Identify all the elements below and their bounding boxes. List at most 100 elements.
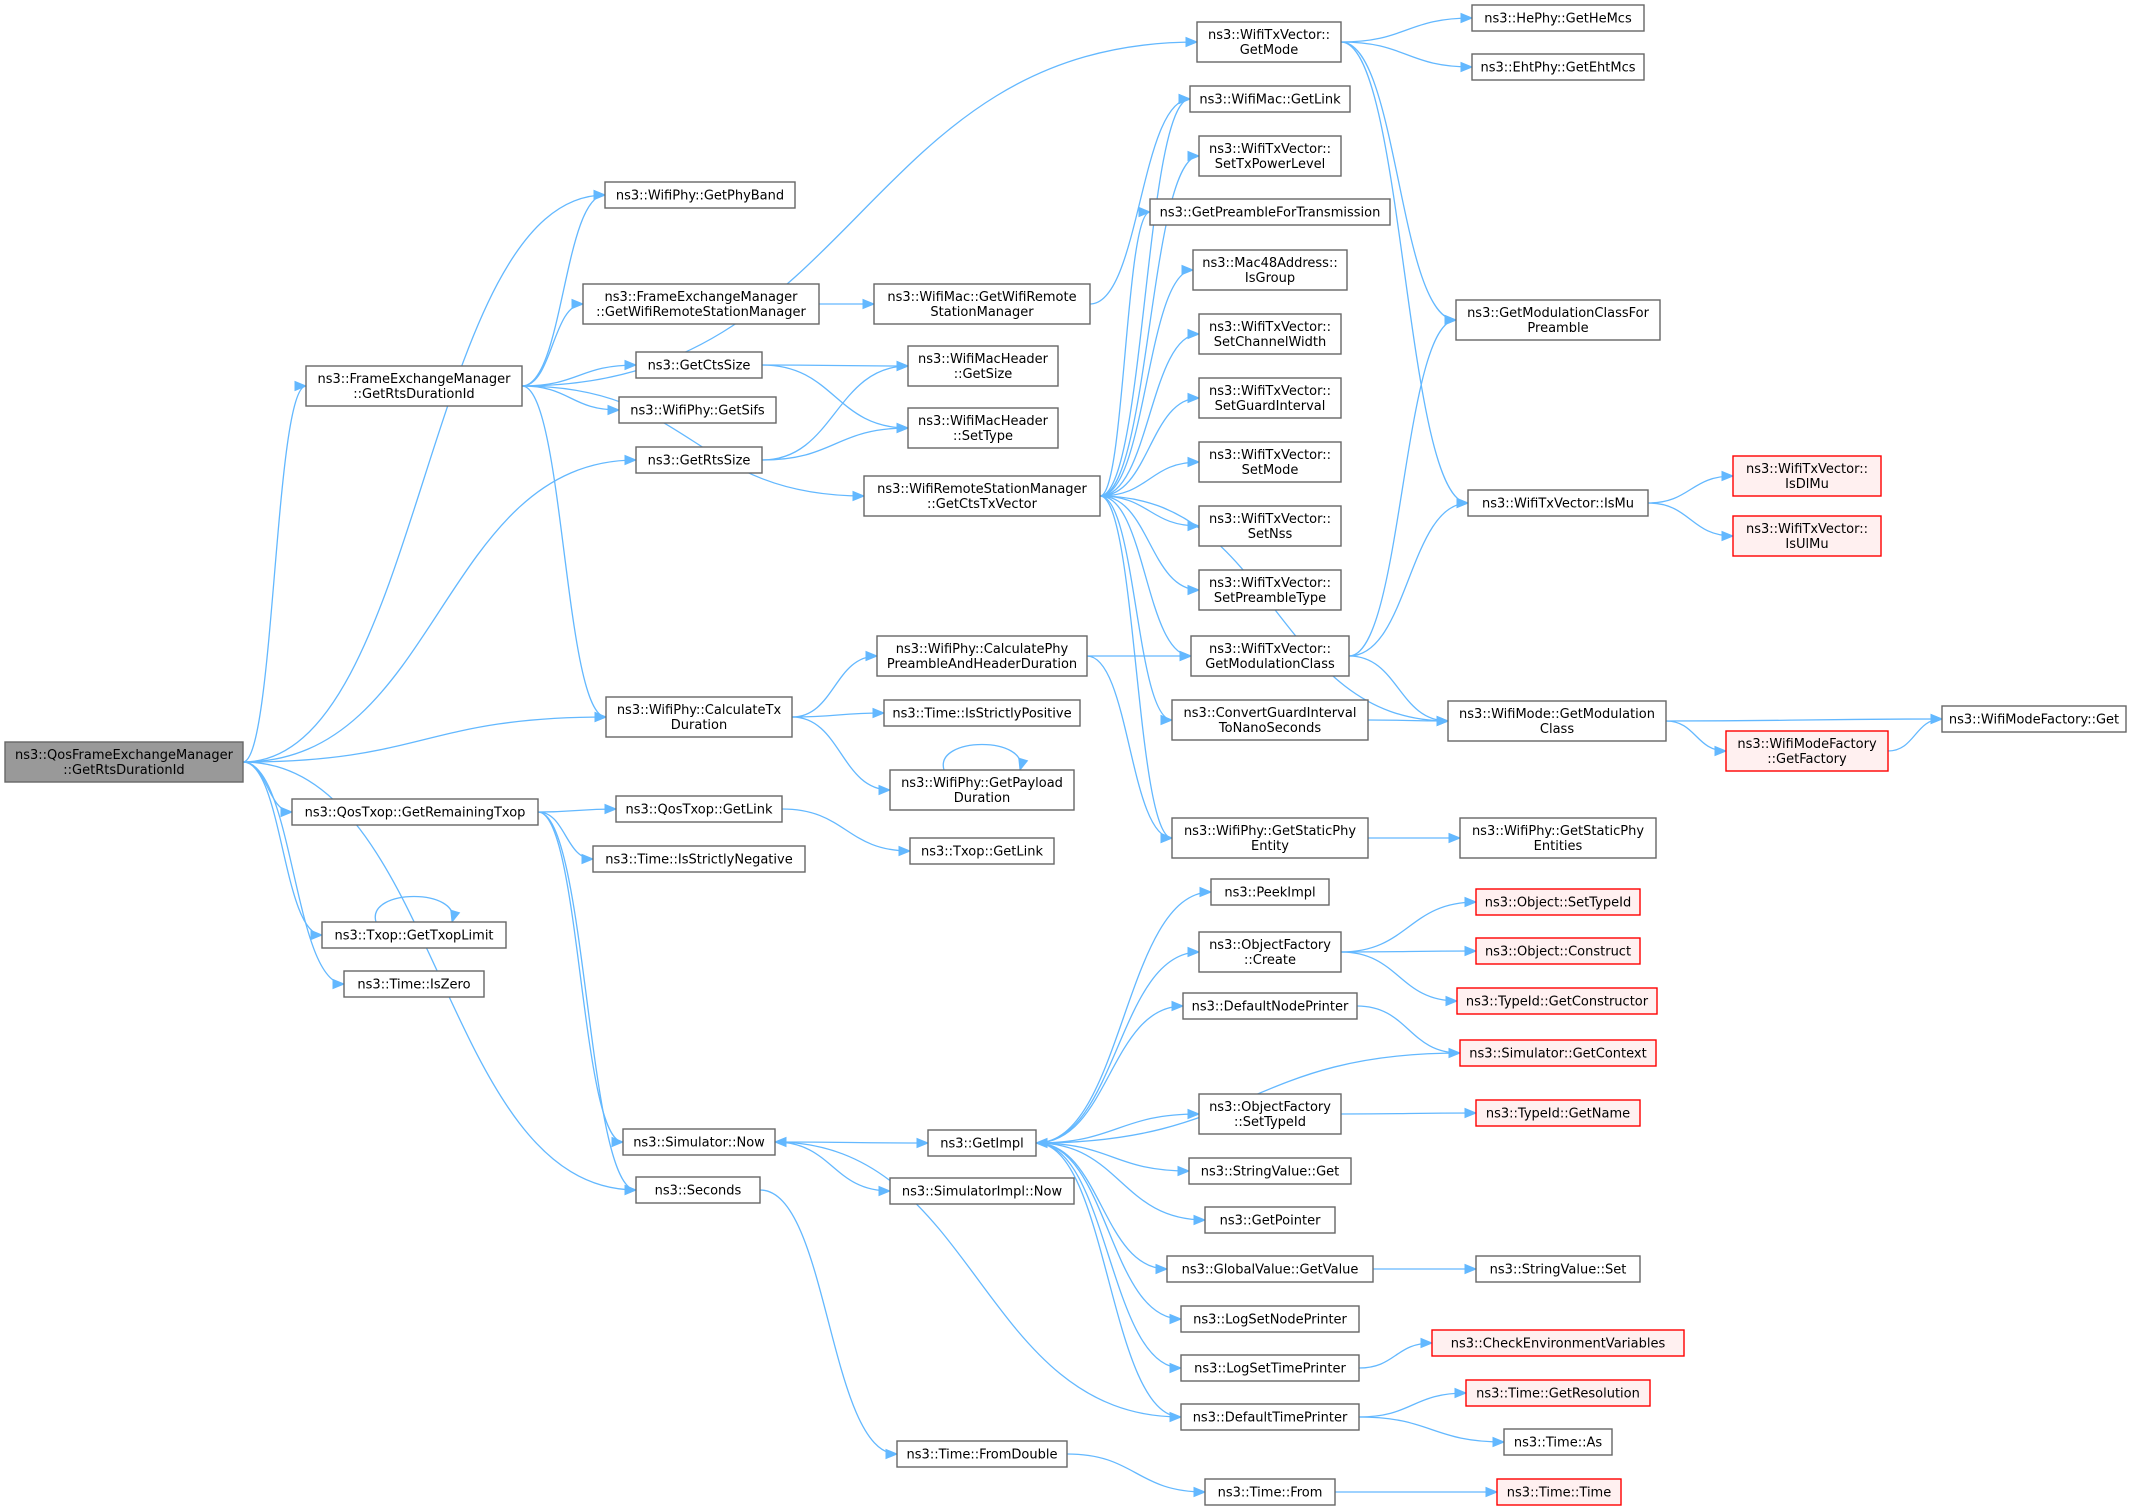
node-label: ns3::QosFrameExchangeManager — [15, 748, 234, 763]
node-getpreambletx[interactable]: ns3::GetPreambleForTransmission — [1149, 198, 1391, 226]
node-getpointer[interactable]: ns3::GetPointer — [1204, 1206, 1336, 1234]
edge-arrowhead — [878, 1185, 892, 1197]
node-isulmu[interactable]: ns3::WifiTxVector::IsUlMu — [1732, 515, 1882, 557]
node-gvgetvalue[interactable]: ns3::GlobalValue::GetValue — [1166, 1255, 1374, 1283]
node-iszero[interactable]: ns3::Time::IsZero — [343, 970, 485, 998]
node-label: Entities — [1534, 839, 1583, 854]
node-isgroup[interactable]: ns3::Mac48Address::IsGroup — [1192, 249, 1348, 291]
edge-arrowhead — [611, 1136, 625, 1148]
call-edge — [1647, 475, 1734, 504]
node-wmfget[interactable]: ns3::WifiModeFactory::Get — [1941, 705, 2127, 733]
node-settxpower[interactable]: ns3::WifiTxVector::SetTxPowerLevel — [1198, 135, 1342, 177]
node-setnss[interactable]: ns3::WifiTxVector::SetNss — [1198, 505, 1342, 547]
node-isstrictlypos[interactable]: ns3::Time::IsStrictlyPositive — [883, 699, 1081, 727]
node-label: SetNss — [1248, 527, 1293, 542]
node-strvalget[interactable]: ns3::StringValue::Get — [1188, 1157, 1352, 1185]
call-edge — [1358, 1392, 1467, 1418]
edge-arrowhead — [1464, 1263, 1478, 1275]
node-hegetmcs[interactable]: ns3::HePhy::GetHeMcs — [1471, 4, 1645, 32]
node-qosgetlink[interactable]: ns3::QosTxop::GetLink — [615, 795, 783, 823]
node-machdrgetsize[interactable]: ns3::WifiMacHeader::GetSize — [907, 345, 1059, 387]
node-getimpl[interactable]: ns3::GetImpl — [927, 1129, 1037, 1157]
node-setmode[interactable]: ns3::WifiTxVector::SetMode — [1198, 441, 1342, 483]
node-timeas[interactable]: ns3::Time::As — [1503, 1428, 1613, 1456]
call-edge — [781, 808, 911, 852]
node-label: ns3::LogSetNodePrinter — [1193, 1313, 1347, 1328]
node-macgetlink[interactable]: ns3::WifiMac::GetLink — [1189, 85, 1351, 113]
node-wrsm-getcts[interactable]: ns3::WifiRemoteStationManager::GetCtsTxV… — [863, 475, 1101, 517]
node-txv-getmodclass[interactable]: ns3::WifiTxVector::GetModulationClass — [1190, 635, 1350, 677]
node-timegetres[interactable]: ns3::Time::GetResolution — [1465, 1379, 1651, 1407]
node-peekimpl[interactable]: ns3::PeekImpl — [1210, 878, 1330, 906]
call-edge — [1340, 17, 1473, 43]
call-edge — [774, 1141, 891, 1192]
node-txopgetlink[interactable]: ns3::Txop::GetLink — [909, 837, 1055, 865]
node-setpreambletype[interactable]: ns3::WifiTxVector::SetPreambleType — [1198, 569, 1342, 611]
node-machdrsettype[interactable]: ns3::WifiMacHeader::SetType — [907, 407, 1059, 449]
call-edge — [1089, 98, 1191, 305]
node-objfactcreate[interactable]: ns3::ObjectFactory::Create — [1198, 931, 1342, 973]
node-getrtssize[interactable]: ns3::GetRtsSize — [635, 446, 763, 474]
node-simimplnow[interactable]: ns3::SimulatorImpl::Now — [889, 1177, 1075, 1205]
node-simgetcontext[interactable]: ns3::Simulator::GetContext — [1459, 1039, 1657, 1067]
node-label: ns3::WifiPhy::GetStaticPhy — [1472, 824, 1644, 839]
node-getsifs[interactable]: ns3::WifiPhy::GetSifs — [618, 396, 777, 424]
call-edge — [1035, 1142, 1182, 1369]
node-box — [1496, 1478, 1622, 1506]
node-getphyband[interactable]: ns3::WifiPhy::GetPhyBand — [604, 181, 796, 209]
edge-arrowhead — [1169, 1313, 1183, 1325]
call-edge — [1340, 41, 1473, 68]
node-fem-getrtsdur[interactable]: ns3::FrameExchangeManager::GetRtsDuratio… — [305, 365, 523, 407]
node-logsetnode[interactable]: ns3::LogSetNodePrinter — [1180, 1305, 1360, 1333]
node-label: ns3::WifiTxVector:: — [1209, 384, 1331, 399]
node-simnow[interactable]: ns3::Simulator::Now — [622, 1128, 776, 1156]
node-ismu[interactable]: ns3::WifiTxVector::IsMu — [1467, 489, 1649, 517]
node-tidgetctor[interactable]: ns3::TypeId::GetConstructor — [1456, 987, 1658, 1015]
node-label: ns3::Seconds — [655, 1184, 742, 1199]
node-objconstruct[interactable]: ns3::Object::Construct — [1475, 937, 1641, 965]
node-calcphypreamble[interactable]: ns3::WifiPhy::CalculatePhyPreambleAndHea… — [876, 635, 1088, 677]
node-setguard[interactable]: ns3::WifiTxVector::SetGuardInterval — [1198, 377, 1342, 419]
node-txv-getmode[interactable]: ns3::WifiTxVector::GetMode — [1196, 21, 1342, 63]
node-label: ns3::Time::IsStrictlyNegative — [605, 853, 792, 868]
node-timefrom[interactable]: ns3::Time::From — [1204, 1478, 1336, 1506]
call-edge — [774, 1141, 929, 1144]
node-modegetmodclass[interactable]: ns3::WifiMode::GetModulationClass — [1447, 700, 1667, 742]
node-objsettypeid[interactable]: ns3::Object::SetTypeId — [1475, 888, 1641, 916]
node-label: ns3::HePhy::GetHeMcs — [1484, 12, 1632, 27]
call-edge — [1035, 1005, 1184, 1144]
node-label: ns3::WifiTxVector:: — [1209, 320, 1331, 335]
node-root[interactable]: ns3::QosFrameExchangeManager::GetRtsDura… — [4, 741, 244, 783]
node-isstrictlyneg[interactable]: ns3::Time::IsStrictlyNegative — [592, 845, 806, 873]
node-timetime[interactable]: ns3::Time::Time — [1496, 1478, 1622, 1506]
node-ehtgetmcs[interactable]: ns3::EhtPhy::GetEhtMcs — [1471, 53, 1645, 81]
node-setchwidth[interactable]: ns3::WifiTxVector::SetChannelWidth — [1198, 313, 1342, 355]
node-strvalset[interactable]: ns3::StringValue::Set — [1475, 1255, 1641, 1283]
node-wmfgetfactory[interactable]: ns3::WifiModeFactory::GetFactory — [1725, 730, 1889, 772]
node-getremtxop[interactable]: ns3::QosTxop::GetRemainingTxop — [291, 798, 539, 826]
node-label: ns3::WifiTxVector:: — [1746, 522, 1868, 537]
node-defnodeprinter[interactable]: ns3::DefaultNodePrinter — [1182, 992, 1358, 1020]
node-objfactsettype[interactable]: ns3::ObjectFactory::SetTypeId — [1198, 1093, 1342, 1135]
node-tidgetname[interactable]: ns3::TypeId::GetName — [1475, 1099, 1641, 1127]
node-isdlmu[interactable]: ns3::WifiTxVector::IsDlMu — [1732, 455, 1882, 497]
node-deftimeprinter[interactable]: ns3::DefaultTimePrinter — [1180, 1403, 1360, 1431]
node-fromdouble[interactable]: ns3::Time::FromDouble — [896, 1440, 1068, 1468]
node-seconds[interactable]: ns3::Seconds — [635, 1176, 761, 1204]
node-checkenv[interactable]: ns3::CheckEnvironmentVariables — [1431, 1329, 1685, 1357]
node-getctssize[interactable]: ns3::GetCtsSize — [635, 351, 763, 379]
node-label: IsUlMu — [1785, 537, 1828, 552]
node-gettxoplimit[interactable]: ns3::Txop::GetTxopLimit — [321, 921, 507, 949]
edge-arrowhead — [896, 360, 910, 372]
node-label: SetPreambleType — [1214, 591, 1326, 606]
node-fem-getwrsm[interactable]: ns3::FrameExchangeManager::GetWifiRemote… — [582, 283, 820, 325]
node-logsettime[interactable]: ns3::LogSetTimePrinter — [1180, 1354, 1360, 1382]
node-mac-getwrsm[interactable]: ns3::WifiMac::GetWifiRemoteStationManage… — [873, 283, 1091, 325]
